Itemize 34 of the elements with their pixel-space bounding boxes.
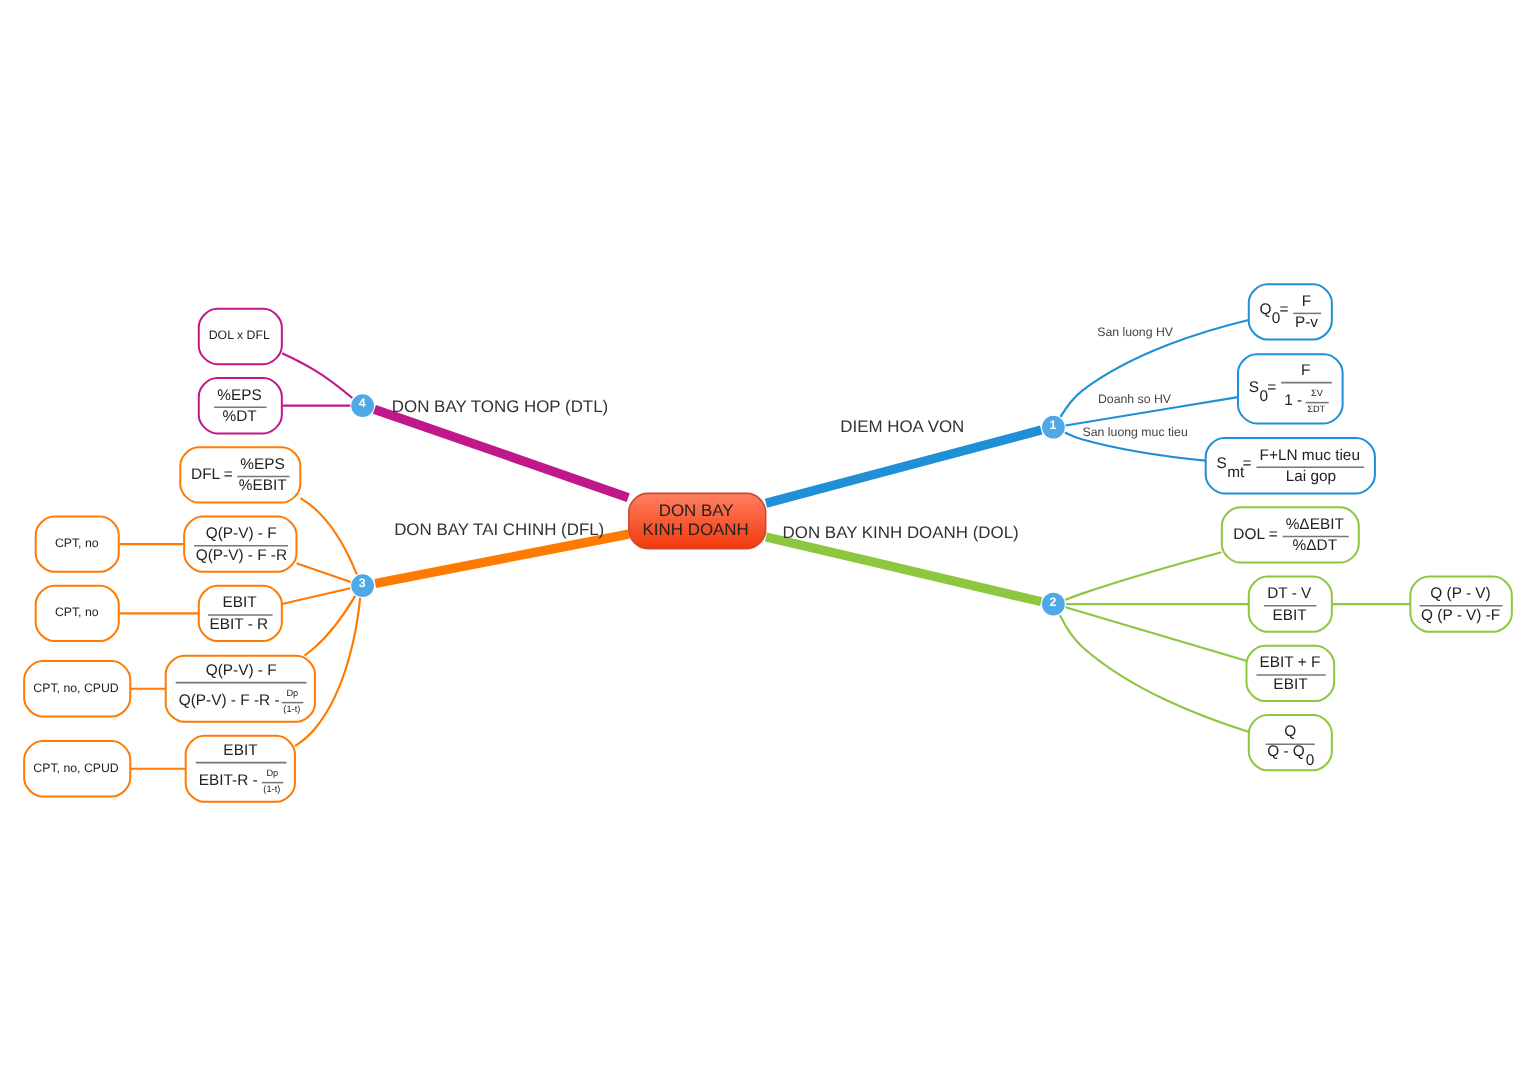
connector	[1064, 431, 1206, 462]
connector	[372, 404, 630, 502]
connector	[1058, 614, 1249, 733]
connector	[299, 497, 358, 575]
node-box: DON BAY KINH DOANH	[628, 492, 767, 550]
connector	[282, 404, 351, 407]
connector	[1059, 319, 1249, 418]
node-box: Q (P - V) Q (P - V) -F	[1409, 575, 1513, 633]
node-box: DT - V EBIT	[1247, 575, 1333, 633]
connector	[294, 597, 362, 747]
connector	[764, 532, 1043, 607]
connector	[119, 543, 184, 546]
connector	[374, 529, 630, 589]
connector	[130, 687, 166, 690]
connector	[281, 587, 351, 606]
connector	[1064, 551, 1222, 601]
connector	[130, 767, 186, 770]
connector	[1065, 606, 1247, 662]
edge-label: DIEM HOA VON	[840, 415, 965, 436]
connector	[303, 595, 357, 657]
node-box: EBIT + F EBIT	[1245, 644, 1336, 703]
node-box: %EPS %DT	[197, 377, 283, 435]
node-box: Q(P-V) - F Q(P-V) - F -R	[183, 515, 298, 573]
connector	[296, 562, 352, 584]
connector	[119, 612, 199, 615]
connector	[1065, 396, 1239, 427]
connector	[764, 425, 1043, 508]
connector	[281, 352, 353, 399]
edge-label: DON BAY TAI CHINH (DFL)	[394, 518, 605, 539]
connector	[1332, 603, 1411, 606]
edge-label: DON BAY TONG HOP (DTL)	[391, 395, 609, 416]
edge-label: DON BAY KINH DOANH (DOL)	[782, 521, 1019, 542]
connector	[1066, 603, 1249, 606]
node-box: EBIT EBIT - R	[197, 584, 283, 643]
